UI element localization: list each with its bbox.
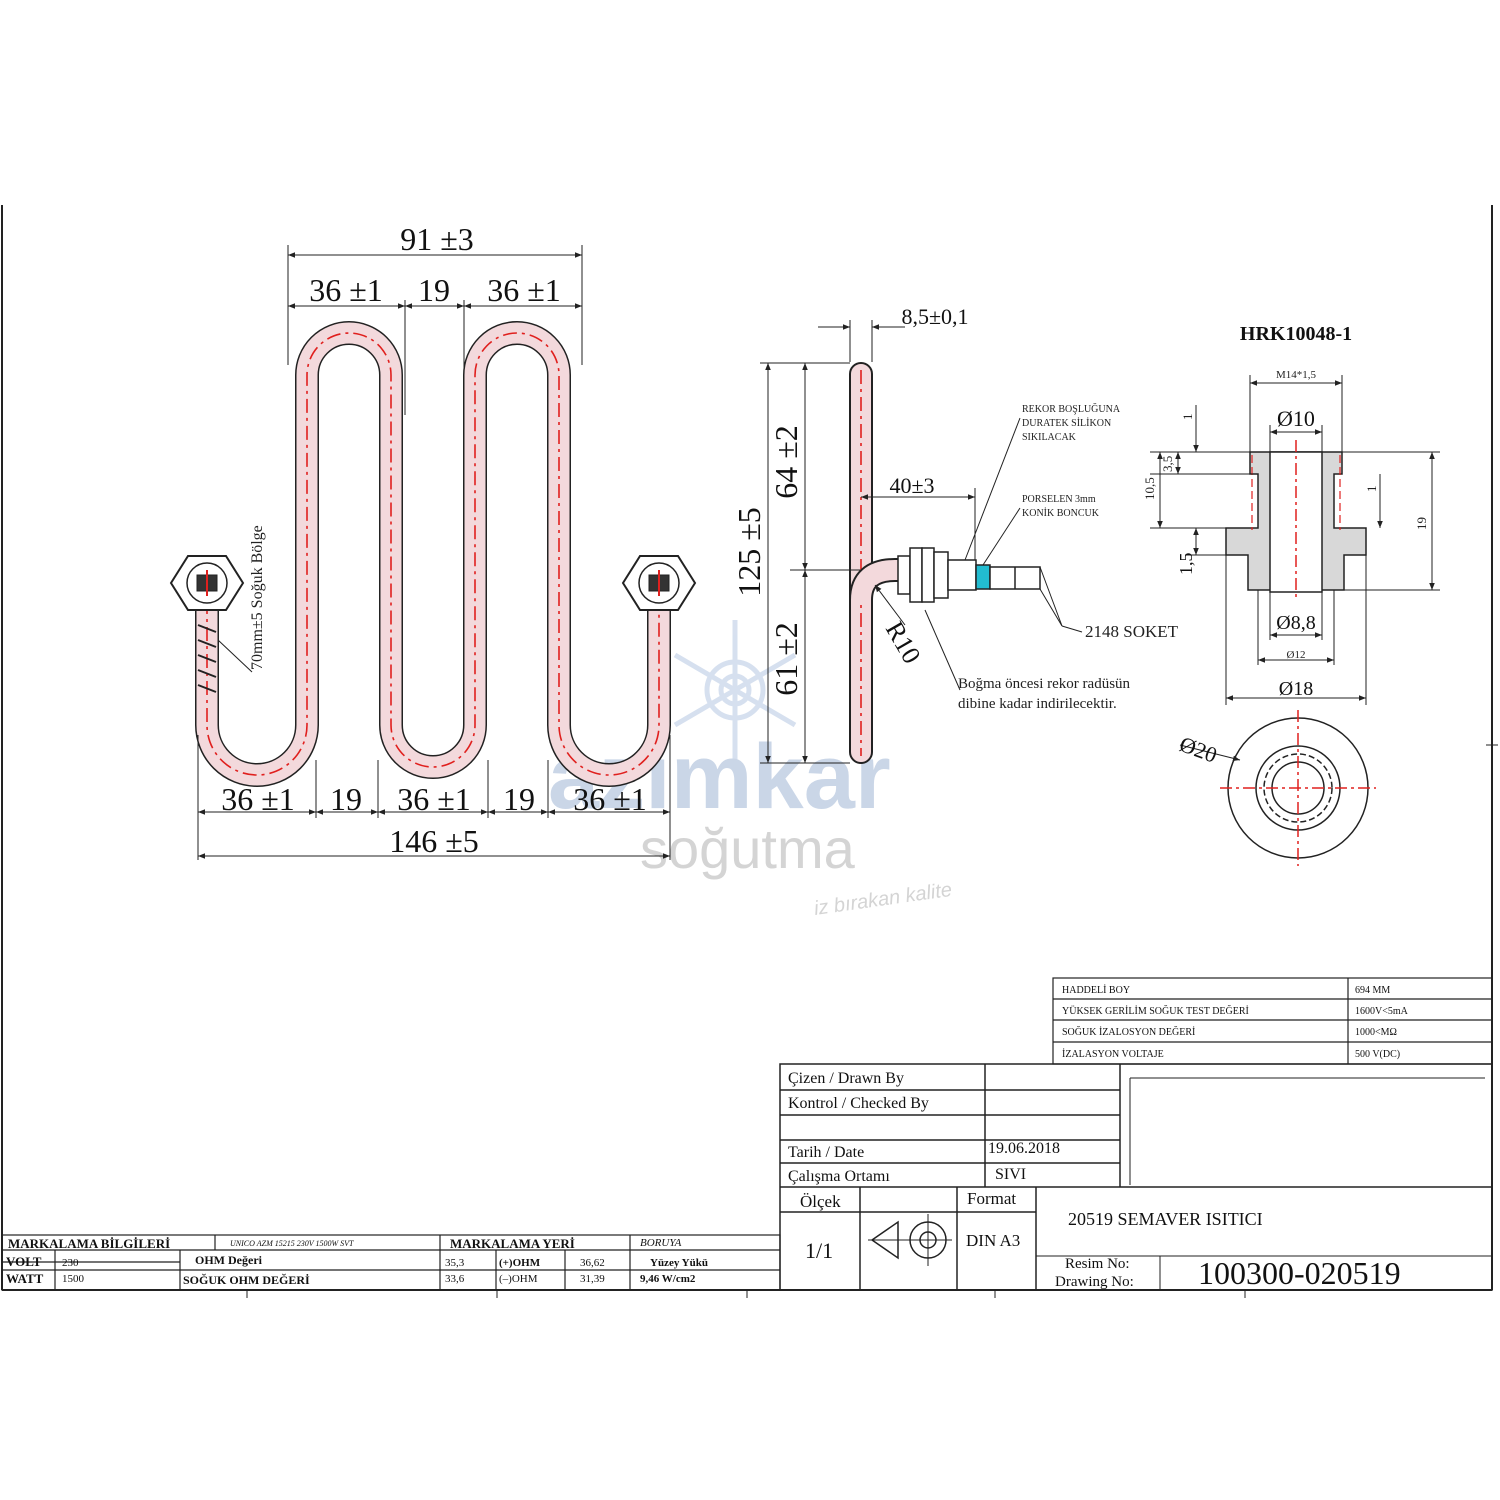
part-name: 20519 SEMAVER ISITICI: [1068, 1209, 1263, 1229]
plus-ohm-value: 36,62: [580, 1257, 605, 1269]
dim-bot-e: 36 ±1: [573, 781, 647, 817]
dim-bot-a: 36 ±1: [221, 781, 295, 817]
terminal-right: [621, 555, 697, 611]
spec-value-2: 1000<MΩ: [1355, 1027, 1397, 1038]
drawing-number: 100300-020519: [1198, 1255, 1401, 1291]
marking-table: [1, 1234, 781, 1291]
fitting-d8-8: Ø8,8: [1276, 612, 1315, 634]
fitting-dim-10-5: 10,5: [1142, 477, 1157, 500]
spec-label-0: HADDELİ BOY: [1062, 984, 1130, 996]
ohm-value: 35,3: [445, 1257, 465, 1269]
plus-ohm-label: (+)OHM: [499, 1257, 541, 1269]
side-view: 8,5±0,1 125 ±5 64 ±2 61 ±2 40±3 R10 REKO…: [731, 304, 1179, 764]
fitting-top-view: [1179, 710, 1376, 866]
drawing-no-label-2: Drawing No:: [1055, 1274, 1134, 1290]
format-value: DIN A3: [966, 1231, 1020, 1250]
volt-label: VOLT: [6, 1254, 42, 1269]
title-block: [779, 1063, 1493, 1291]
side-fitting: [897, 547, 1041, 603]
fitting-dim-1-5: 1,5: [1176, 553, 1196, 576]
dim-top-c: 36 ±1: [487, 272, 561, 308]
dim-bot-b: 19: [330, 781, 362, 817]
snowflake-icon: [673, 620, 797, 760]
fitting-dim-19: 19: [1414, 517, 1429, 530]
note-bead-2: KONİK BONCUK: [1022, 507, 1100, 519]
fitting-d18: Ø18: [1279, 678, 1313, 700]
dim-top-total: 91 ±3: [400, 221, 474, 257]
format-label: Format: [967, 1189, 1016, 1208]
note-silicone-2: DURATEK SİLİKON: [1022, 417, 1111, 429]
side-dimensions: [760, 320, 976, 764]
projection-symbol-icon: [868, 1214, 952, 1266]
note-silicone-3: SIKILACAK: [1022, 432, 1077, 443]
top-dimensions: [287, 245, 583, 415]
marking-place-label: MARKALAMA YERİ: [450, 1236, 575, 1251]
dim-bot-d: 19: [503, 781, 535, 817]
zone-ticks: [246, 1290, 1246, 1298]
dim-lower: 61 ±2: [768, 622, 804, 696]
dim-bot-total: 146 ±5: [389, 823, 479, 859]
fitting-dim-1-right: 1: [1364, 486, 1379, 493]
heater-centerline: [206, 332, 660, 776]
dim-upper: 64 ±2: [768, 425, 804, 499]
fitting-dim-3-5: 3,5: [1160, 456, 1175, 472]
date-label: Tarih / Date: [788, 1144, 864, 1161]
dim-height: 125 ±5: [731, 507, 767, 597]
fitting-d12: Ø12: [1287, 649, 1306, 661]
watermark-slogan: iz bırakan kalite: [813, 879, 954, 920]
fitting-detail: HRK10048-1: [1142, 323, 1440, 866]
cold-zone-label: 70mm±5 Soğuk Bölge: [249, 525, 266, 670]
cold-ohm-label: SOĞUK OHM DEĞERİ: [183, 1273, 310, 1287]
fitting-title: HRK10048-1: [1240, 323, 1352, 345]
radius-label: R10: [880, 617, 927, 669]
spec-label-1: YÜKSEK GERİLİM SOĞUK TEST DEĞERİ: [1062, 1005, 1249, 1017]
fitting-d10: Ø10: [1277, 406, 1315, 431]
watt-label: WATT: [6, 1271, 44, 1286]
spec-value-1: 1600V<5mA: [1355, 1006, 1409, 1017]
fitting-dim-1-top: 1: [1180, 414, 1195, 421]
marking-info-value: UNICO AZM 15215 230V 1500W SVT: [230, 1239, 354, 1248]
spec-value-0: 694 MM: [1355, 985, 1390, 996]
drawn-by-label: Çizen / Drawn By: [788, 1070, 904, 1087]
surface-value: 9,46 W/cm2: [640, 1273, 696, 1285]
marking-info-label: MARKALAMA BİLGİLERİ: [8, 1236, 170, 1251]
socket-label: 2148 SOKET: [1085, 622, 1179, 641]
terminal-left: [169, 555, 245, 611]
minus-ohm-label: (–)OHM: [499, 1273, 538, 1285]
spec-label-3: İZALASYON VOLTAJE: [1062, 1048, 1164, 1060]
watt-value: 1500: [62, 1273, 85, 1285]
scale-label: Ölçek: [800, 1192, 841, 1211]
dim-bot-c: 36 ±1: [397, 781, 471, 817]
surface-label: Yüzey Yükü: [650, 1257, 708, 1269]
spec-label-2: SOĞUK İZALOSYON DEĞERİ: [1062, 1026, 1195, 1038]
dim-thickness: 8,5±0,1: [901, 304, 968, 329]
cold-ohm-value: 33,6: [445, 1273, 465, 1285]
drawing-no-label-1: Resim No:: [1065, 1256, 1130, 1272]
dim-top-b: 19: [418, 272, 450, 308]
note-silicone-1: REKOR BOŞLUĞUNA: [1022, 403, 1121, 415]
date-value: 19.06.2018: [988, 1140, 1060, 1157]
spec-value-3: 500 V(DC): [1355, 1049, 1400, 1060]
fitting-thread: M14*1,5: [1276, 369, 1317, 381]
note-bead-1: PORSELEN 3mm: [1022, 494, 1096, 505]
ohm-label: OHM Değeri: [195, 1253, 263, 1267]
medium-value: SIVI: [995, 1166, 1026, 1183]
scale-value: 1/1: [805, 1238, 833, 1263]
cold-zone-marker: [197, 624, 217, 693]
medium-label: Çalışma Ortamı: [788, 1168, 890, 1185]
heater-tube-fill: [195, 321, 671, 787]
fitting-d20: Ø20: [1176, 731, 1220, 767]
marking-place-value: BORUYA: [640, 1237, 682, 1249]
checked-by-label: Kontrol / Checked By: [788, 1095, 929, 1112]
dim-terminal: 40±3: [889, 473, 934, 498]
note-bending-2: dibine kadar indirilecektir.: [958, 696, 1117, 712]
watermark-sub: soğutma: [640, 817, 856, 880]
minus-ohm-value: 31,39: [580, 1273, 605, 1285]
note-bending-1: Boğma öncesi rekor radüsün: [958, 676, 1131, 692]
volt-value: 230: [62, 1257, 79, 1269]
front-view: 70mm±5 Soğuk Bölge 91 ±3 36 ±1 19 36 ±1: [169, 221, 697, 860]
bottom-dimensions: [197, 735, 671, 860]
dim-top-a: 36 ±1: [309, 272, 383, 308]
